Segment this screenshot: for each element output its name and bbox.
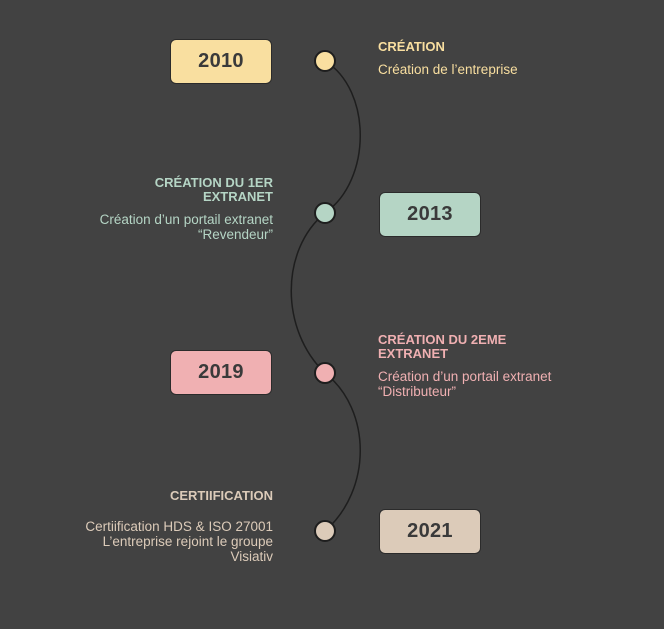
event-2021: CERTIIFICATION Certiification HDS & ISO … — [20, 488, 273, 565]
year-box-2021: 2021 — [379, 509, 481, 554]
event-description: Création d’un portail extranet “Distribu… — [378, 369, 598, 399]
event-2019: CRÉATION DU 2EME EXTRANET Création d’un … — [378, 332, 598, 400]
year-box-2010: 2010 — [170, 39, 272, 84]
event-title: CRÉATION — [378, 39, 445, 54]
event-description-line: Création d’un portail extranet — [378, 369, 552, 384]
event-description-line: Visiativ — [230, 549, 273, 564]
event-title: CRÉATION DU 2EME EXTRANET — [378, 332, 507, 361]
event-title: CRÉATION DU 1ER EXTRANET — [154, 175, 273, 204]
year-box-2013: 2013 — [379, 192, 481, 237]
event-description-line: Création d’un portail extranet — [99, 212, 273, 227]
year-box-2019: 2019 — [170, 350, 272, 395]
timeline-curve — [290, 60, 361, 532]
event-description: Création de l’entreprise — [378, 62, 638, 77]
timeline-node-2019 — [314, 362, 336, 384]
timeline-node-2010 — [314, 50, 336, 72]
event-2013: CRÉATION DU 1ER EXTRANET Création d’un p… — [20, 175, 273, 243]
event-description-line: “Revendeur” — [197, 227, 273, 242]
event-description-line: Création de l’entreprise — [378, 62, 518, 77]
event-description: Création d’un portail extranet “Revendeu… — [20, 212, 273, 242]
event-title: CERTIIFICATION — [169, 488, 273, 503]
event-description-line: “Distributeur” — [378, 384, 457, 399]
event-description-line: Certiification HDS & ISO 27001 — [85, 519, 273, 534]
timeline-node-2021 — [314, 520, 336, 542]
timeline-node-2013 — [314, 202, 336, 224]
event-description-line: L’entreprise rejoint le groupe — [102, 534, 273, 549]
event-2010: CRÉATION Création de l’entreprise — [378, 39, 638, 78]
event-description: Certiification HDS & ISO 27001 L’entrepr… — [20, 519, 273, 564]
